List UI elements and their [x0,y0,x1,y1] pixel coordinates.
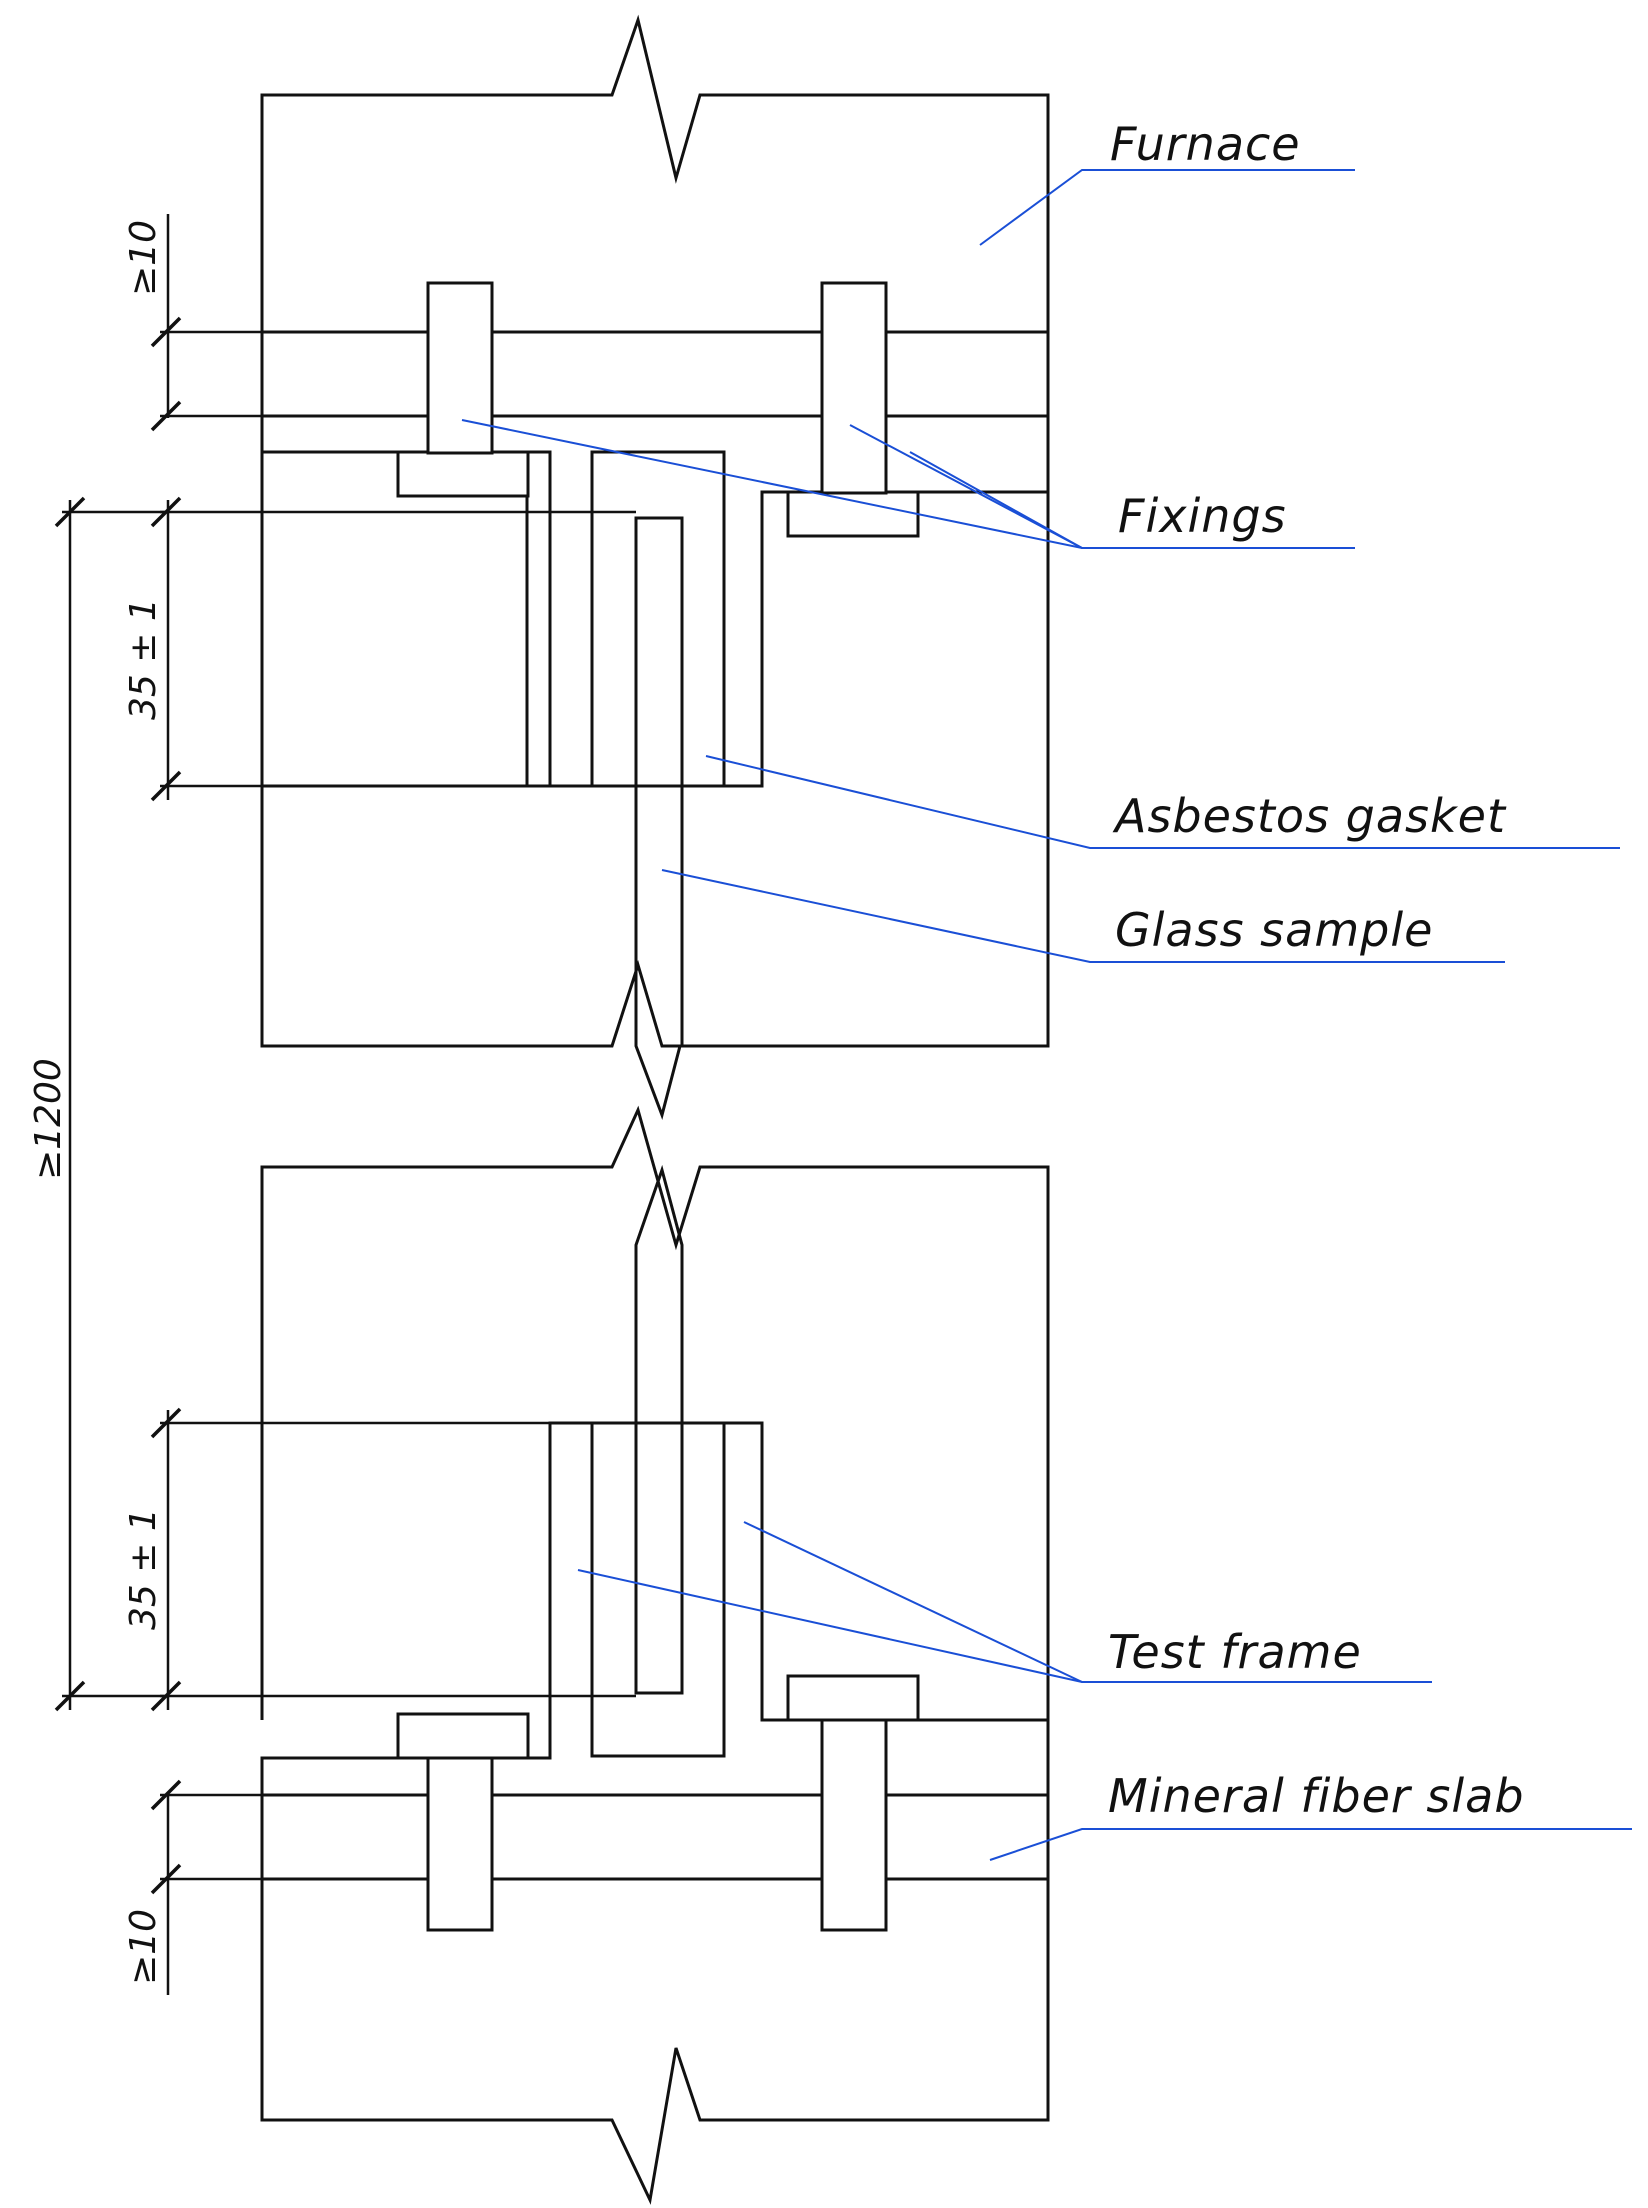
clamp-plate-right-top [786,490,920,538]
glass-sample-bottom [634,1164,684,1695]
label-mineral-fiber-slab: Mineral fiber slab [1108,1769,1525,1823]
fixing-bolt-right-top [820,281,888,495]
furnace-wall-bottom [260,1877,1050,2205]
fixing-bolt-left-top [426,281,494,455]
test-frame-body-top [260,452,1050,1048]
dim-bottom-frame-depth: 35 ± 1 [123,1508,164,1630]
dim-top-frame-depth: 35 ± 1 [123,598,164,720]
label-furnace: Furnace [1110,117,1301,171]
fixing-bolt-right-bottom [820,1718,888,1932]
glass-sample-top [634,516,684,1120]
frame-recess-left-top [260,450,529,788]
furnace-wall-top [260,14,1050,334]
leader-fixings-c [909,451,1083,549]
leader-mineral-fiber-slab [989,1828,1632,1861]
clamp-plate-right-bottom [786,1674,920,1722]
leader-furnace [979,169,1355,246]
mineral-fiber-slab-bottom [260,1793,1050,1881]
leader-test-frame-b [743,1521,1083,1683]
test-frame-body-bottom [260,1105,1050,1720]
dimension-lines: ≥10 35 ± 1 ≥1200 35 ± 1 ≥10 [28,214,636,1995]
dim-total-height: ≥1200 [28,1058,69,1180]
callouts: Furnace Fixings Asbestos gasket Glass sa… [461,117,1632,1861]
label-asbestos-gasket: Asbestos gasket [1112,789,1507,843]
clamp-plate-left-top [396,450,530,498]
label-fixings: Fixings [1118,489,1287,543]
leader-asbestos-gasket [705,755,1620,849]
fixing-bolt-left-bottom [426,1756,494,1932]
top-assembly [260,14,1050,1120]
dim-bottom-slab: ≥10 [123,1909,164,1985]
bottom-assembly [260,1105,1050,2205]
leader-glass-sample [661,869,1505,963]
test-frame-plate-top [260,414,1050,788]
asbestos-gasket-top [590,450,726,788]
mineral-fiber-slab-top [260,330,1050,418]
clamp-plate-left-bottom [396,1712,530,1760]
label-glass-sample: Glass sample [1115,903,1433,957]
dim-top-slab: ≥10 [123,220,164,296]
asbestos-gasket-bottom [590,1421,726,1758]
label-test-frame: Test frame [1108,1625,1362,1679]
